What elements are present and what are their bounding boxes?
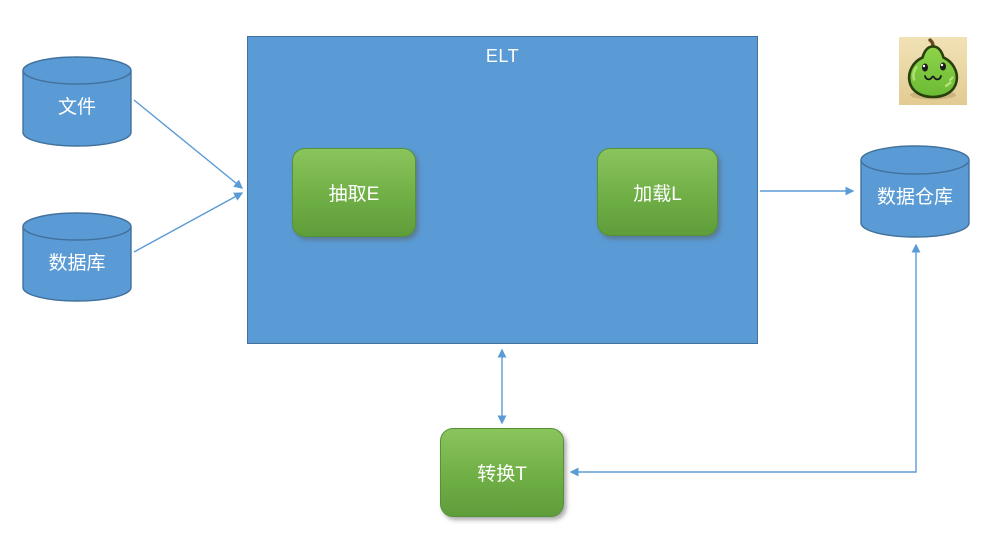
elt-title: ELT — [485, 46, 520, 66]
database-source-node[interactable]: 数据库 — [22, 212, 132, 302]
warehouse-label: 数据仓库 — [876, 187, 953, 208]
extract-label: 抽取E — [328, 184, 380, 205]
cylinder-shape-icon — [22, 212, 132, 302]
pear-mascot-icon — [899, 37, 967, 105]
file-label: 文件 — [57, 97, 96, 118]
load-node[interactable]: 加载L — [597, 148, 718, 236]
file-source-node[interactable]: 文件 — [22, 56, 132, 147]
extract-node[interactable]: 抽取E — [292, 148, 416, 237]
warehouse-node[interactable]: 数据仓库 — [860, 145, 970, 238]
load-label: 加载L — [633, 183, 682, 205]
database-label: 数据库 — [48, 252, 106, 274]
cylinder-shape-icon — [860, 145, 970, 238]
transform-node[interactable]: 转换T — [440, 428, 564, 517]
edge-file-to-elt — [133, 99, 244, 189]
edge-database-to-elt — [133, 192, 244, 253]
transform-label: 转换T — [477, 464, 527, 485]
cylinder-shape-icon — [22, 56, 132, 147]
